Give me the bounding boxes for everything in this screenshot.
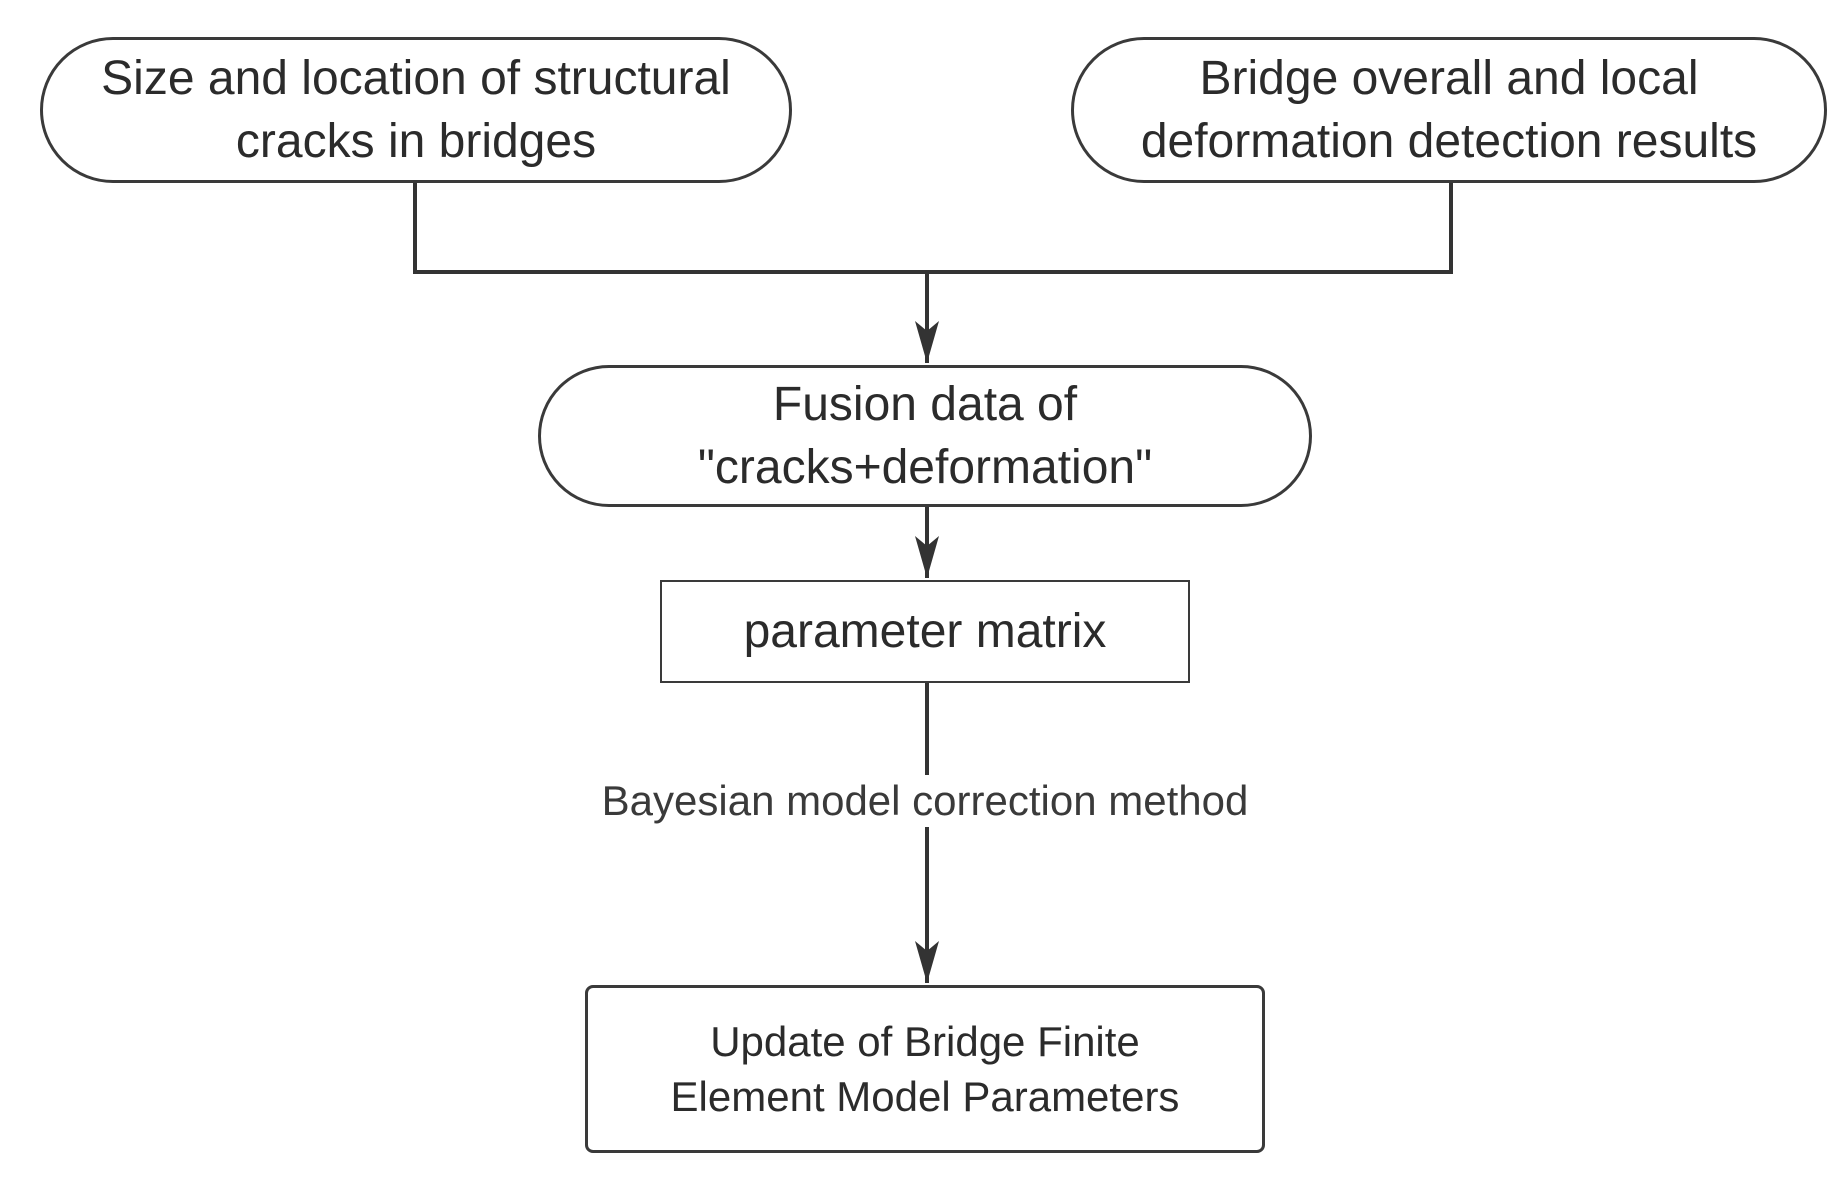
- node-crack-size-location: Size and location of structural cracks i…: [40, 37, 792, 183]
- merge-connector: [413, 183, 1453, 274]
- node-crack-size-location-label: Size and location of structural cracks i…: [101, 51, 731, 168]
- node-parameter-matrix: parameter matrix: [660, 580, 1190, 683]
- edge-label-bayesian: Bayesian model correction method: [560, 775, 1290, 827]
- node-update-fem-parameters: Update of Bridge Finite Element Model Pa…: [585, 985, 1265, 1153]
- node-fusion-data: Fusion data of "cracks+deformation": [538, 365, 1312, 507]
- node-deformation-results: Bridge overall and local deformation det…: [1071, 37, 1827, 183]
- node-fusion-data-label: Fusion data of "cracks+deformation": [697, 377, 1153, 494]
- node-deformation-results-label: Bridge overall and local deformation det…: [1140, 51, 1758, 168]
- node-parameter-matrix-label: parameter matrix: [743, 604, 1107, 658]
- node-update-fem-parameters-label: Update of Bridge Finite Element Model Pa…: [670, 1017, 1180, 1120]
